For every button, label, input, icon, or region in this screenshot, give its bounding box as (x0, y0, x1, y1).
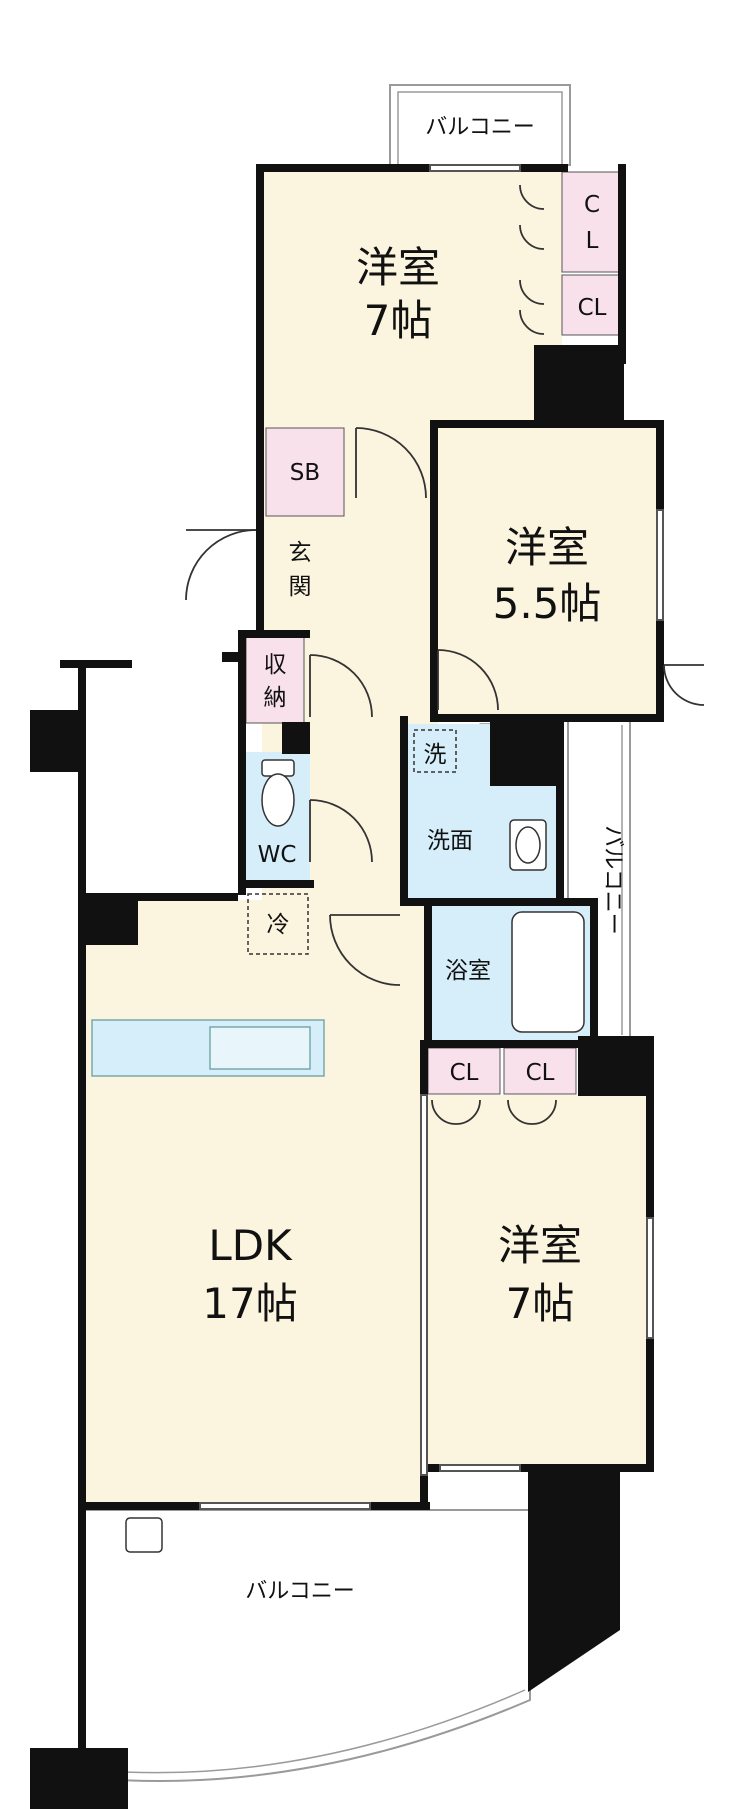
washer-label: 洗 (424, 742, 447, 768)
closet-bottom-left-label: CL (450, 1060, 479, 1086)
washer-space (413, 729, 457, 773)
closet-top-2-floor (561, 274, 623, 336)
ldk-floor (85, 900, 428, 1510)
balcony-tap (125, 1517, 163, 1553)
bedroom-bottom-size: 7帖 (506, 1279, 575, 1328)
closet-top-1-floor (561, 171, 623, 273)
doors (185, 184, 705, 1125)
entrance-label-2: 関 (289, 574, 312, 600)
bathtub (511, 911, 585, 1033)
storage-label-1: 収 (264, 652, 287, 678)
closet-top-l: L (586, 228, 599, 254)
closet-bottom-right-floor (503, 1047, 577, 1095)
storage-label-2: 納 (264, 685, 287, 711)
closet-top-2-label: CL (578, 295, 607, 321)
closet-top-c: C (584, 192, 600, 218)
ldk-name: LDK (208, 1221, 293, 1270)
shoe-box-label: SB (290, 460, 320, 486)
bedroom-mid-name: 洋室 (505, 523, 589, 572)
washroom-label: 洗面 (427, 828, 473, 854)
fridge-space (247, 893, 309, 955)
balcony-side-label: バルコニー (600, 825, 625, 935)
wash-basin (509, 819, 547, 871)
bedroom-top-name: 洋室 (356, 243, 440, 292)
bedroom-bottom-floor (428, 1095, 650, 1470)
fridge-label: 冷 (267, 912, 290, 938)
toilet-label: WC (258, 842, 297, 868)
bedroom-top-size: 7帖 (364, 296, 433, 345)
bedroom-mid-floor (438, 428, 660, 718)
balcony-top-label: バルコニー (425, 115, 535, 140)
closet-bottom-right-label: CL (526, 1060, 555, 1086)
entrance-label-1: 玄 (289, 540, 312, 566)
storage-floor (245, 634, 305, 724)
balcony-bottom-label: バルコニー (245, 1579, 355, 1604)
toilet-fixture (261, 759, 295, 827)
bedroom-top-floor (262, 170, 562, 420)
ldk-size: 17帖 (202, 1279, 297, 1328)
bedroom-mid-size: 5.5帖 (493, 579, 602, 628)
shoe-box-floor (265, 427, 345, 517)
closet-bottom-left-floor (427, 1047, 501, 1095)
bedroom-bottom-name: 洋室 (498, 1221, 582, 1270)
sink (209, 1026, 311, 1070)
bathroom-label: 浴室 (445, 958, 491, 984)
balcony-bottom (84, 1509, 531, 1782)
windows (199, 164, 664, 1510)
